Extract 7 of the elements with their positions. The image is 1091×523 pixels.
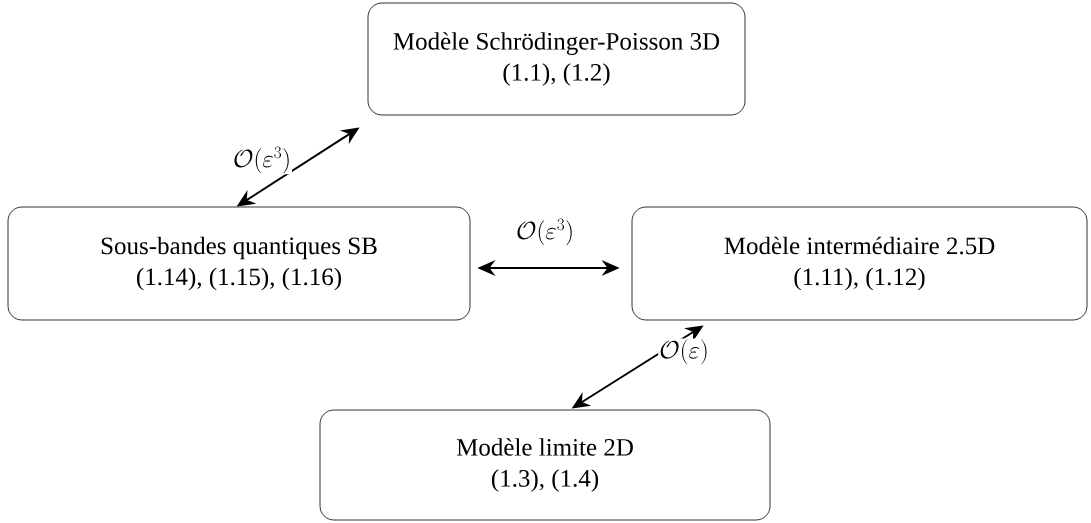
model-box: Modèle intermédiaire 2.5D (1.11), (1.12) (631, 206, 1088, 321)
model-box: Modèle limite 2D (1.3), (1.4) (319, 409, 771, 521)
edge-label: $\mathcal{O}(\varepsilon^3)$ (232, 145, 292, 175)
model-box: Modèle Schrödinger-Poisson 3D (1.1), (1.2) (367, 2, 746, 116)
edge-label: $\mathcal{O}(\varepsilon^3)$ (515, 217, 575, 247)
edge-label: $\mathcal{O}(\varepsilon)$ (658, 338, 710, 366)
model-box: Sous-bandes quantiques SB (1.14), (1.15), (1.16) (7, 206, 471, 321)
